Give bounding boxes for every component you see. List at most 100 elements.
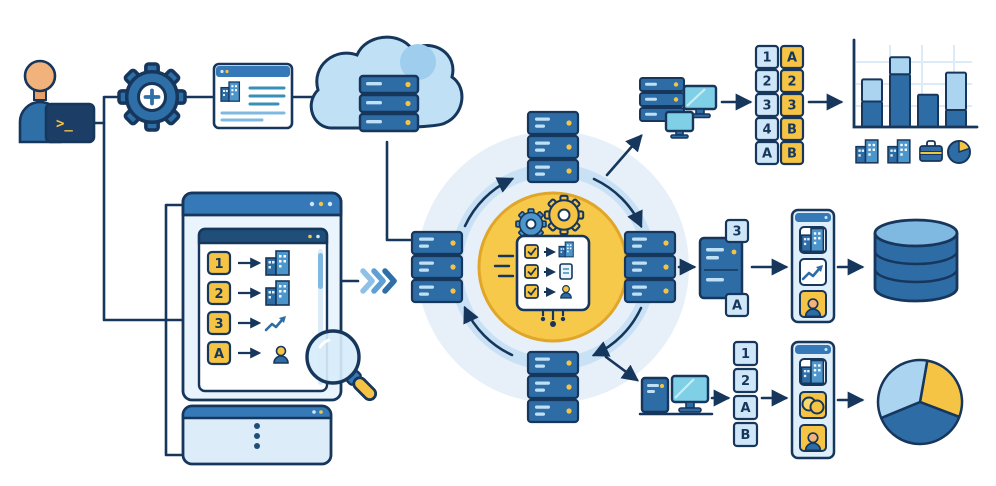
grid-left-column: 1 2 3 4 A: [754, 44, 780, 166]
magnifier-icon: [305, 329, 378, 402]
building-icon: [887, 139, 911, 164]
check-icon: [527, 247, 537, 256]
browser-titlebar: [216, 66, 290, 77]
titlebar-dot: [225, 69, 229, 74]
grid-cell: 4: [762, 123, 771, 138]
inner-window: 1 2 3 A: [197, 227, 329, 393]
network-device: [639, 77, 718, 139]
routing-block-top: 3: [724, 218, 750, 244]
cloud-server: [309, 35, 464, 133]
routing-block-bottom: A: [724, 292, 750, 318]
block-label: A: [732, 299, 742, 314]
panel-tile: [799, 258, 827, 286]
terminal-window: >_: [44, 102, 96, 144]
chart-axes: [852, 38, 979, 129]
titlebar-dot: [308, 234, 312, 239]
grid-cell: A: [762, 147, 772, 162]
output-pie-slices: [876, 358, 964, 446]
browser-window-small: [212, 62, 294, 130]
titlebar-dot: [319, 410, 323, 414]
scrollbar-thumb: [318, 253, 323, 289]
row-key: 1: [214, 257, 223, 272]
pie-icon: [947, 140, 971, 164]
building-icon: [855, 139, 879, 164]
check-icon: [527, 287, 537, 296]
checklist-row: [524, 284, 572, 299]
branch-arrows: [604, 93, 865, 409]
speed-lines: [493, 254, 515, 278]
block-label: 3: [732, 225, 741, 240]
monitor-icon: [664, 110, 695, 139]
text-lines: [248, 86, 286, 106]
user-figure: >_: [18, 59, 96, 144]
grid-cell: 1: [762, 51, 771, 66]
strip-dot: [824, 348, 828, 351]
window-titlebar: [181, 191, 343, 217]
category-panel-1: [790, 208, 836, 324]
block-label: A: [740, 401, 750, 416]
circuit-lines: [540, 310, 566, 327]
panel-strip: [795, 213, 831, 222]
chevrons-icon: [360, 268, 397, 294]
bar-chart: [852, 38, 979, 164]
grid-cell: 2: [787, 75, 796, 90]
bottom-panel: [181, 404, 333, 466]
database-icon: [873, 218, 959, 303]
gear-icon: [117, 62, 187, 132]
panel-titlebar: [181, 404, 333, 420]
titlebar-dot: [318, 201, 324, 207]
monitor-icon: [682, 84, 718, 119]
list-row: 2: [206, 280, 290, 306]
list-row: A: [206, 340, 289, 366]
checklist-row: [524, 241, 574, 259]
bar-chart-bars: [861, 56, 967, 129]
ingest-grid: 1 2 3 4 A A 2 3 B B: [754, 44, 805, 166]
ellipsis-icon: [254, 423, 260, 449]
checklist-row: [524, 263, 573, 280]
checklist-card: [515, 234, 591, 312]
server-stack-south: [528, 352, 578, 422]
titlebar-dot: [327, 201, 333, 207]
coins-icon: [801, 396, 825, 415]
inner-titlebar: [197, 227, 329, 245]
chart-icon-row: [855, 139, 971, 164]
grid-cell: A: [787, 51, 797, 66]
ring-arrows: [463, 177, 643, 357]
server-stack-west: [412, 232, 462, 302]
user-head: [23, 59, 57, 93]
core-gears: [515, 194, 585, 240]
tower-icon: [640, 376, 670, 414]
server-stack-east: [625, 232, 675, 302]
grid-cell: 2: [762, 75, 771, 90]
terminal-prompt: >_: [56, 116, 73, 132]
block-label: 1: [741, 347, 750, 362]
output-pie: [876, 358, 964, 446]
plus-icon: [143, 88, 161, 106]
text-lines: [220, 111, 286, 122]
check-icon: [527, 267, 537, 276]
main-window: 1 2 3 A: [181, 191, 378, 402]
row-key: 2: [214, 287, 223, 302]
grid-cell: B: [787, 123, 797, 138]
monitor-icon: [670, 374, 710, 413]
cloud-shading: [400, 44, 436, 80]
connector-lines: [92, 95, 412, 457]
list-row: 3: [206, 310, 288, 336]
block-label: B: [741, 428, 751, 443]
grid-cell: 3: [787, 99, 796, 114]
titlebar-dot: [312, 410, 316, 414]
process-core: [477, 191, 629, 343]
workstation: [638, 374, 714, 416]
grid-cell: 3: [762, 99, 771, 114]
row-key: 3: [214, 317, 223, 332]
grid-right-column: A 2 3 B B: [779, 44, 805, 166]
result-column: 1 2 A B: [732, 340, 759, 448]
row-key: A: [214, 347, 224, 362]
titlebar-dot: [220, 69, 224, 74]
list-row: 1: [206, 250, 290, 276]
block-label: 2: [741, 374, 750, 389]
panel-strip: [795, 345, 831, 354]
strip-dot: [824, 216, 828, 219]
category-panel-2: [790, 340, 836, 460]
